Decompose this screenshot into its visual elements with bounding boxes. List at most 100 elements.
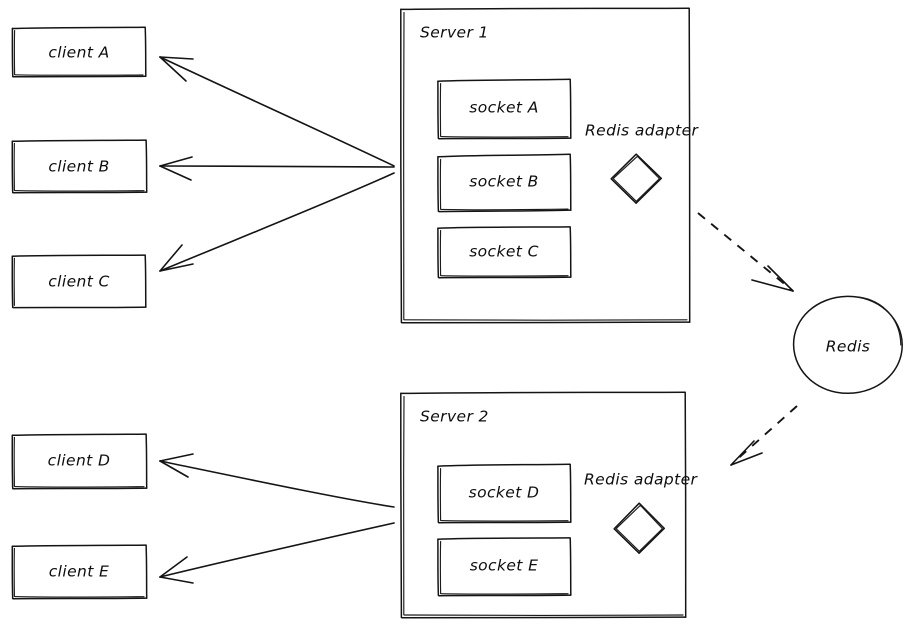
arrow-c-head-upper [159,244,183,272]
client-c-edge-right [144,254,147,308]
client-e-edge-bottom-echo [14,596,145,598]
socket-a-fill [438,79,571,139]
server-1-edge-left [400,8,403,324]
socket-c-edge-top [437,226,571,229]
server-2-label: Server 2 [420,408,489,426]
socket-e-fill [438,538,571,596]
arrow-e-shaft [159,522,395,578]
socket-a-edge-bottom [438,137,572,140]
server-1-label: Server 1 [420,24,489,42]
dashed-shaft-2 [732,405,798,464]
arrow-b-head-lower [159,165,192,181]
arrow-d-head-upper [159,453,194,462]
socket-e-label: socket E [470,557,539,575]
client-box-b[interactable]: client B [11,139,148,194]
client-b-edge-bottom [12,191,148,194]
redis-adapter-diamond-server-2[interactable] [613,502,666,554]
client-d-edge-top [11,433,147,437]
client-a-fill [12,27,146,77]
client-box-d[interactable]: client D [11,433,148,490]
client-e-edge-right [145,544,148,599]
socket-b-fill [438,154,571,212]
server-1-edge-top [400,7,690,11]
dashed-1-head-upper [767,265,794,292]
socket-b-label: socket B [469,173,538,191]
client-c-edge-top [11,254,146,257]
redis-node[interactable]: Redis [792,295,903,395]
arrow-server1-to-redis [697,212,794,292]
adapter-2-outline-echo [615,504,663,552]
socket-d-edge-top [437,463,571,467]
socket-box-c[interactable]: socket C [437,226,572,279]
socket-e-edge-bottom [438,594,572,597]
socket-b-edge-left [437,156,440,213]
server-2-edge-right [684,391,687,619]
socket-c-edge-left [437,227,440,279]
client-box-e[interactable]: client E [11,544,148,600]
arrow-e-head-upper [159,556,188,578]
socket-a-edge-right [569,78,572,139]
arrow-a-shaft [159,56,395,167]
socket-box-b[interactable]: socket B [437,153,572,213]
socket-box-a[interactable]: socket A [437,78,572,140]
arrow-d-shaft [159,460,395,508]
socket-d-label: socket D [469,484,540,502]
socket-b-edge-bottom [438,209,572,213]
socket-e-edge-left [437,538,440,597]
redis-label: Redis [826,338,871,356]
client-b-edge-right [145,139,148,193]
socket-b-edge-top [437,153,571,158]
arrow-a-head-lower [159,56,187,82]
adapter-2-outline [613,502,666,554]
client-c-fill [12,255,146,308]
redis-adapter-diamond-server-1[interactable] [610,153,663,204]
adapter-1-outline [610,153,663,204]
client-b-edge-top [11,139,147,143]
socket-e-edge-right [569,537,572,596]
arrow-server1-to-client-b [159,156,395,181]
server-1-edge-bottom [401,321,691,324]
socket-a-edge-left [437,80,440,140]
socket-d-edge-right [569,463,572,523]
arrow-server1-to-client-a [159,56,395,167]
arrow-e-head-lower [159,576,194,584]
socket-box-e[interactable]: socket E [437,537,572,597]
socket-d-edge-bottom [438,521,572,524]
socket-a-edge-top [437,78,571,82]
client-box-c[interactable]: client C [11,254,147,309]
client-d-edge-bottom [12,487,148,490]
client-a-label: client A [48,44,109,62]
socket-b-edge-bottom-echo [440,208,569,211]
client-a-edge-top [11,26,146,30]
client-e-edge-top [11,544,147,548]
socket-c-edge-right [569,226,572,278]
redis-circle-fill [794,296,902,393]
client-b-edge-bottom-echo [14,190,145,192]
client-a-edge-bottom [12,75,147,78]
arrow-d-head-lower [159,460,189,478]
arrow-redis-to-server2 [730,405,798,466]
socket-a-label: socket A [469,99,538,117]
server-2-edge-bottom [401,616,687,619]
socket-e-edge-top [437,537,571,540]
client-d-label: client D [48,452,111,470]
server-2-edge-top [400,391,686,395]
socket-box-d[interactable]: socket D [437,463,572,524]
socket-d-edge-left [437,465,440,524]
arrow-server2-to-client-e [159,522,395,584]
socket-c-edge-bottom [438,276,572,279]
adapter-1-outline-echo [612,155,660,202]
socket-b-edge-right [569,153,572,211]
client-d-fill [12,434,147,489]
socket-c-label: socket C [469,243,539,261]
client-box-a[interactable]: client A [11,26,147,78]
client-b-label: client B [48,158,109,176]
arrow-c-shaft [159,172,395,272]
dashed-shaft-1 [697,212,794,292]
client-e-edge-bottom [12,597,148,600]
redis-circle-echo [857,296,902,346]
arrow-server1-to-client-c [159,172,395,272]
arrow-c-head-lower [159,263,194,272]
